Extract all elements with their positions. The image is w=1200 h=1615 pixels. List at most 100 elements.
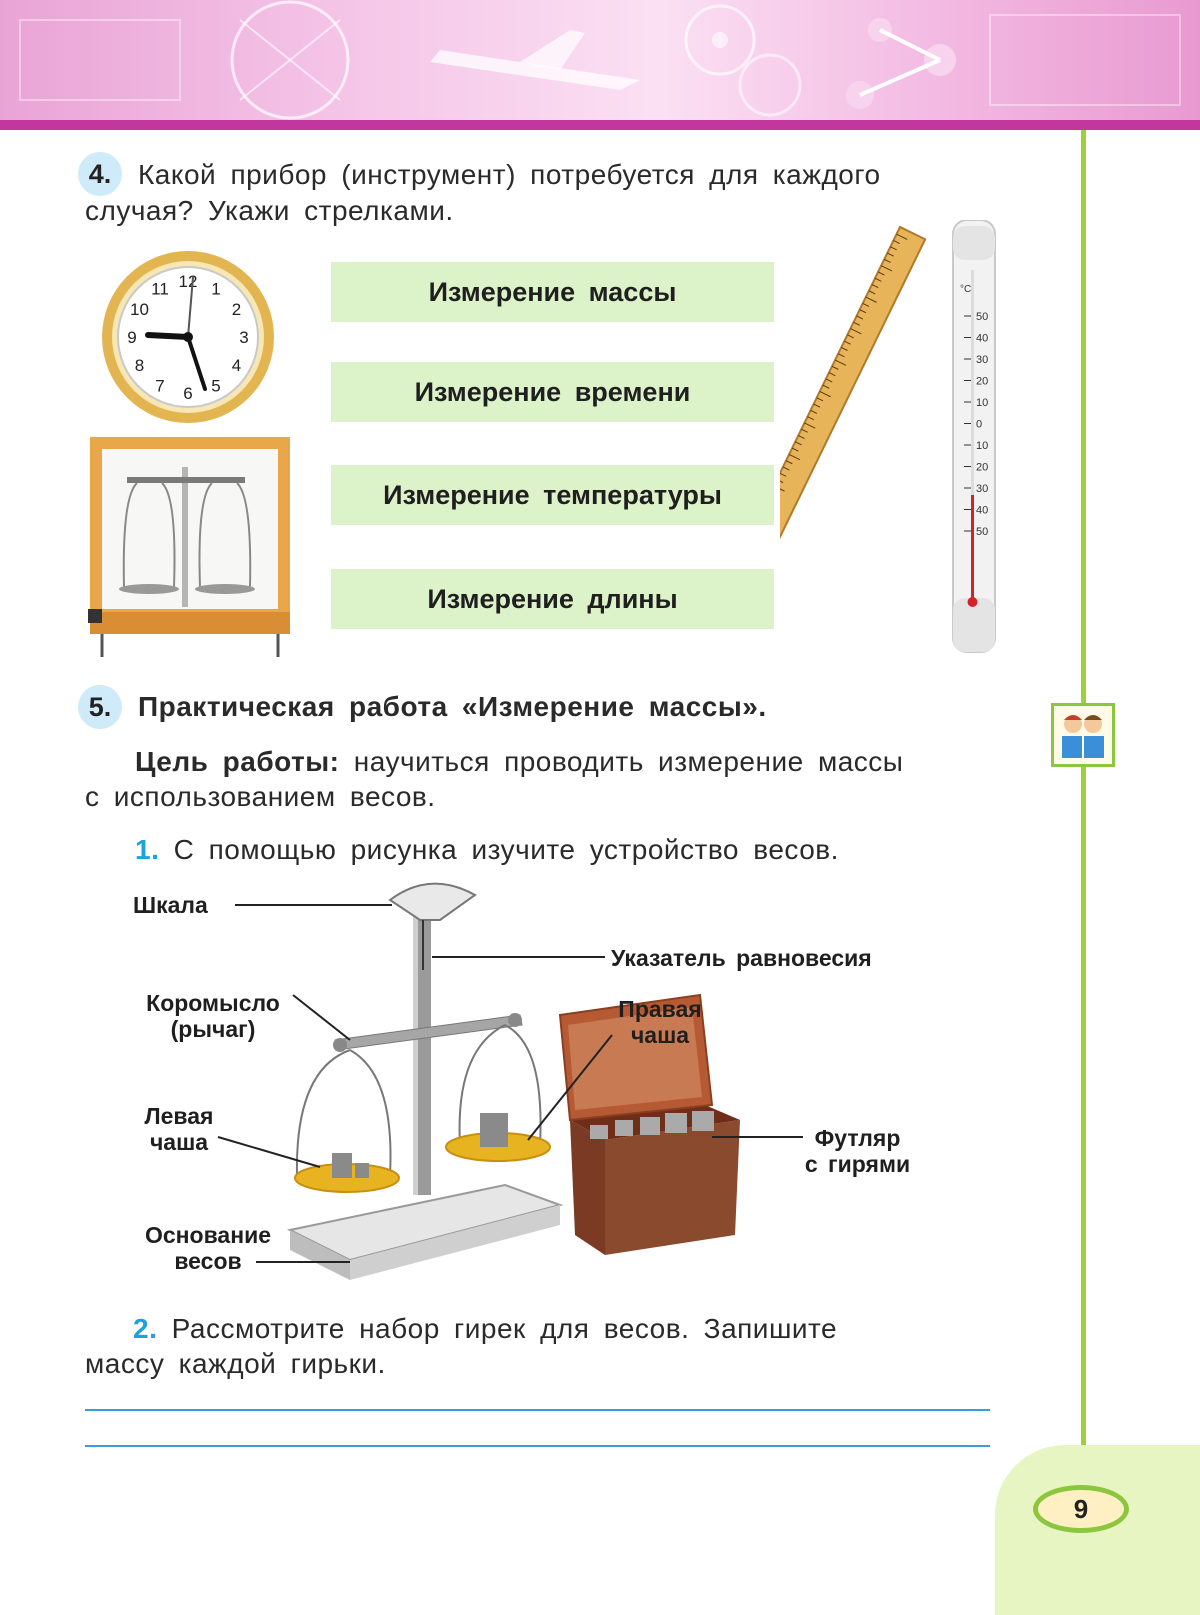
thermometer-scale-label: 40	[976, 333, 988, 345]
ruler-tick	[847, 334, 854, 339]
answer-line-2[interactable]	[85, 1445, 990, 1447]
thermometer-scale-label: 20	[976, 376, 988, 388]
clock-numeral: 7	[155, 376, 164, 395]
header-banner	[0, 0, 1200, 120]
ruler-tick	[874, 277, 882, 282]
goal-text: научиться проводить измерение массы	[339, 746, 904, 777]
step-1-text: С помощью рисунка изучите устройство вес…	[159, 834, 839, 865]
clock-numeral: 5	[211, 376, 220, 395]
step-1-number: 1.	[135, 834, 160, 865]
ruler-tick	[785, 460, 793, 465]
ruler-tick	[780, 479, 784, 484]
ruler-tick	[850, 328, 862, 335]
ruler-tick	[810, 409, 818, 414]
box-measure-time: Измерение времени	[331, 362, 774, 422]
thermometer-scale-label: 10	[976, 397, 988, 409]
label-beam-line2: (рычаг)	[170, 1016, 256, 1042]
label-case-line2: с гирями	[804, 1151, 911, 1177]
label-left-pan: Левая чаша	[133, 1103, 225, 1155]
box-measure-mass: Измерение массы	[331, 262, 774, 322]
label-scale: Шкала	[133, 892, 208, 918]
step-2-line2: массу каждой гирьки.	[85, 1348, 386, 1379]
step-2-number: 2.	[133, 1313, 158, 1344]
clock-numeral: 3	[239, 328, 248, 347]
margin-line	[1081, 130, 1086, 1490]
clock-numeral: 8	[135, 356, 144, 375]
ruler-tick	[896, 233, 908, 240]
ruler-tick	[862, 302, 870, 307]
label-base-line2: весов	[174, 1248, 242, 1274]
task-5-title: Практическая работа «Измерение массы».	[138, 691, 767, 722]
reading-children-icon	[1051, 703, 1115, 767]
ruler-tick	[798, 435, 805, 440]
balance-case-image	[88, 437, 290, 657]
label-base: Основание весов	[133, 1222, 283, 1274]
ruler-tick	[859, 309, 867, 314]
ruler-tick	[887, 252, 894, 257]
ruler-tick	[893, 240, 900, 244]
box-measure-length: Измерение длины	[331, 569, 774, 629]
box-measure-temperature: Измерение температуры	[331, 465, 774, 525]
label-case: Футляр с гирями	[790, 1125, 925, 1177]
thermometer-scale-label: 30	[976, 483, 988, 495]
thermometer-scale-label: 10	[976, 440, 988, 452]
ruler-image	[780, 225, 927, 565]
label-right-pan-line2: чаша	[630, 1022, 690, 1048]
label-beam-line1: Коромысло	[146, 990, 280, 1016]
children-illustration	[1062, 715, 1104, 758]
ruler-tick	[780, 485, 785, 492]
ruler-tick	[856, 315, 864, 320]
thermometer-scale-label: 30	[976, 354, 988, 366]
ruler-tick	[822, 384, 830, 389]
page-number: 9	[1033, 1485, 1129, 1533]
clock-numeral: 10	[130, 300, 149, 319]
ruler-tick	[868, 290, 876, 295]
ruler-tick	[816, 397, 824, 402]
step-2: 2. Рассмотрите набор гирек для весов. За…	[133, 1312, 837, 1345]
ruler-tick	[780, 472, 787, 477]
thermometer-scale-label: 50	[976, 311, 988, 323]
ruler-tick	[791, 447, 799, 452]
ruler-tick	[834, 359, 847, 366]
label-base-line1: Основание	[144, 1222, 272, 1248]
ruler-tick	[871, 284, 879, 289]
banner-decoration	[19, 0, 1181, 120]
task-4-question-line2: случая? Укажи стрелками.	[85, 195, 454, 226]
ruler-tick	[880, 265, 893, 272]
ruler-tick	[883, 258, 891, 263]
clock-numeral: 9	[127, 328, 136, 347]
step-2-text: Рассмотрите набор гирек для весов. Запиш…	[157, 1313, 838, 1344]
label-right-pan-line1: Правая	[618, 996, 702, 1022]
task-4-question-line1: Какой прибор (инструмент) потребуется дл…	[138, 159, 881, 190]
header-bar	[0, 120, 1200, 130]
label-right-pan: Правая чаша	[605, 996, 715, 1048]
ruler-tick	[837, 353, 845, 358]
task-4-number: 4.	[78, 152, 122, 196]
ruler-tick	[807, 416, 815, 421]
label-case-line1: Футляр	[814, 1125, 901, 1151]
ruler-tick	[819, 391, 831, 398]
ruler-tick	[813, 403, 821, 408]
answer-line-1[interactable]	[85, 1409, 990, 1411]
goal-label: Цель работы:	[135, 746, 340, 777]
label-left-pan-line2: чаша	[149, 1129, 209, 1155]
clock-numeral: 1	[211, 280, 220, 299]
ruler-tick	[804, 422, 816, 429]
thermometer-scale-label: 20	[976, 462, 988, 474]
ruler-tick	[801, 428, 808, 433]
task-5-number: 5.	[78, 685, 122, 729]
ruler-tick	[782, 466, 790, 471]
clock-numeral: 2	[232, 300, 241, 319]
ruler-tick	[844, 340, 851, 345]
clock-numeral: 11	[151, 280, 169, 299]
ruler-tick	[841, 346, 848, 351]
clock-numeral: 12	[179, 272, 198, 291]
ruler-tick	[828, 372, 836, 377]
thermometer-scale-label: 0	[976, 419, 982, 431]
step-1: 1. С помощью рисунка изучите устройство …	[135, 833, 839, 866]
ruler-tick	[825, 378, 833, 383]
scales-diagram	[217, 882, 803, 1280]
clock-numeral: 6	[183, 384, 192, 403]
thermometer-scale-label: 50	[976, 526, 988, 538]
